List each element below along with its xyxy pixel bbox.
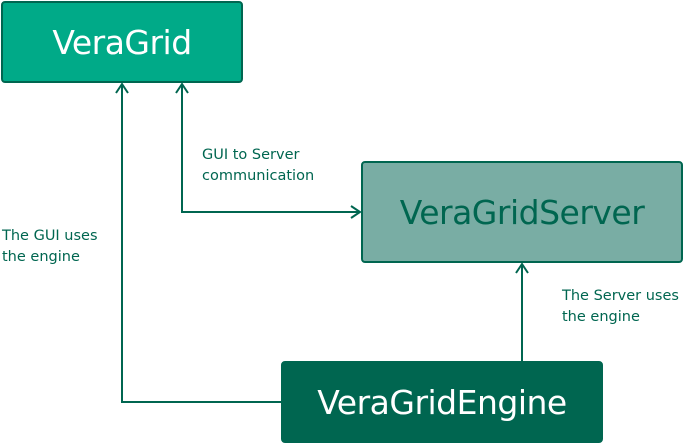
node-veragrid-server-label: VeraGridServer: [399, 192, 645, 232]
node-veragrid-engine[interactable]: VeraGridEngine: [281, 361, 603, 443]
node-veragrid-label: VeraGrid: [52, 22, 192, 62]
node-veragrid-engine-label: VeraGridEngine: [317, 382, 567, 422]
arrowhead-veragrid-right: [175, 82, 189, 94]
edge-veragrid-to-server: [181, 84, 360, 213]
node-veragrid-server[interactable]: VeraGridServer: [361, 161, 683, 263]
edge-engine-to-veragrid: [121, 84, 282, 403]
arrowhead-server-left: [350, 205, 362, 219]
edge-label-server-uses-engine: The Server uses the engine: [562, 288, 679, 325]
arrowhead-server-bottom: [515, 262, 529, 274]
edge-label-gui-uses-engine: The GUI uses the engine: [2, 228, 98, 265]
node-veragrid[interactable]: VeraGrid: [1, 1, 243, 83]
edge-label-gui-to-server: GUI to Server communication: [202, 147, 315, 184]
arrowhead-veragrid-left: [115, 82, 129, 94]
